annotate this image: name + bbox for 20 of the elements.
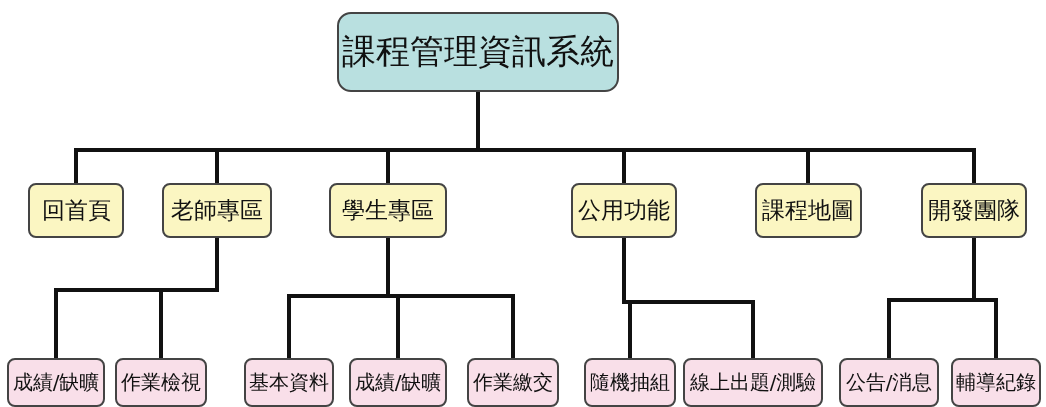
- submenu-box: 線上出題/測驗: [683, 358, 823, 407]
- submenu-box: 隨機抽組: [584, 358, 676, 407]
- menu-box: 回首頁: [28, 183, 124, 238]
- submenu-box: 成績/缺曠: [349, 358, 447, 407]
- menu-box: 學生專區: [329, 183, 447, 238]
- submenu-box: 基本資料: [244, 358, 334, 407]
- submenu-box: 作業繳交: [467, 358, 559, 407]
- submenu-box: 作業檢視: [115, 358, 207, 407]
- connector-line: [972, 238, 998, 358]
- menu-box: 開發團隊: [921, 183, 1027, 238]
- menu-box: 公用功能: [571, 183, 677, 238]
- menu-box: 課程地圖: [754, 183, 862, 238]
- connector-line: [622, 238, 755, 358]
- submenu-box: 成績/缺曠: [7, 358, 105, 407]
- connector-line: [159, 238, 219, 358]
- submenu-box: 公告/消息: [839, 358, 939, 407]
- menu-box: 老師專區: [162, 183, 272, 238]
- system-box: 課程管理資訊系統: [337, 12, 619, 92]
- connector-line: [386, 238, 515, 358]
- submenu-box: 輔導紀錄: [951, 358, 1041, 407]
